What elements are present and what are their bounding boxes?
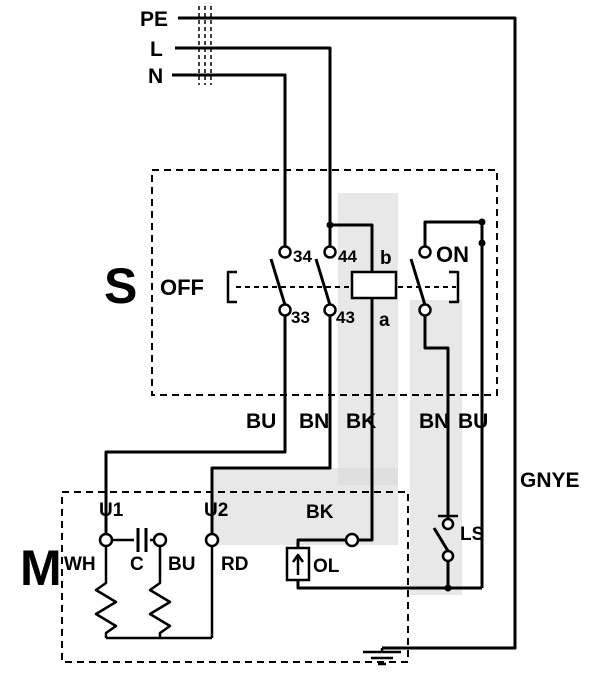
wire-gnye-label: GNYE bbox=[520, 469, 580, 492]
terminal-33 bbox=[278, 303, 292, 317]
terminal-44-label: 44 bbox=[338, 247, 357, 266]
terminal-43 bbox=[323, 303, 337, 317]
earth-ground-symbol bbox=[363, 648, 401, 666]
labels: PE L N S OFF ON 34 33 44 43 b a BU BN BK… bbox=[20, 8, 580, 596]
contact-33-34-blade bbox=[269, 258, 287, 306]
ls-blade bbox=[432, 527, 450, 552]
coil-a-label: a bbox=[379, 310, 390, 331]
highlight-band-coil-bk bbox=[338, 193, 398, 485]
bn-right-wire bbox=[423, 315, 450, 519]
terminal-bk bbox=[344, 532, 360, 548]
aux-winding bbox=[148, 546, 172, 638]
terminal-u1 bbox=[98, 532, 114, 548]
on-button-bracket[interactable] bbox=[449, 270, 460, 304]
highlight-band-ls bbox=[410, 300, 462, 595]
terminal-u2 bbox=[204, 532, 220, 548]
coil-b-wire bbox=[330, 223, 374, 272]
ol-top-wire bbox=[296, 538, 346, 548]
terminal-34-label: 34 bbox=[293, 247, 312, 266]
on-contact-blade bbox=[409, 258, 427, 306]
ol-label: OL bbox=[313, 556, 340, 577]
coil-b-label: b bbox=[380, 248, 392, 269]
ls-switch[interactable] bbox=[432, 514, 458, 588]
c-label: C bbox=[130, 554, 144, 575]
on-terminal-bottom bbox=[418, 303, 432, 317]
contact-43-44-blade bbox=[314, 258, 332, 306]
motor-enclosure-box bbox=[61, 491, 409, 663]
wire-bk-label: BK bbox=[346, 410, 376, 433]
supply-wires bbox=[172, 16, 517, 650]
wire-bu-right-label: BU bbox=[458, 410, 488, 433]
off-label: OFF bbox=[160, 275, 204, 300]
ls-label: LS bbox=[460, 524, 484, 545]
u2-label: U2 bbox=[204, 500, 228, 521]
terminal-43-label: 43 bbox=[336, 308, 355, 327]
ol-return-wire bbox=[296, 580, 482, 590]
switch-enclosure-box bbox=[151, 169, 498, 396]
on-label: ON bbox=[436, 242, 469, 267]
motor-bk-label: BK bbox=[306, 502, 334, 523]
pe-label: PE bbox=[140, 8, 168, 31]
terminal-33-label: 33 bbox=[291, 308, 310, 327]
wire-bu-left-label: BU bbox=[246, 410, 276, 433]
motor-box-label: M bbox=[20, 540, 62, 596]
motor-internals bbox=[94, 528, 482, 640]
terminal-cap bbox=[152, 532, 168, 548]
bu-left-wire bbox=[104, 315, 287, 533]
u1-label: U1 bbox=[99, 500, 124, 521]
off-button-bracket[interactable] bbox=[226, 270, 237, 304]
bn-left-wire bbox=[210, 315, 332, 533]
terminal-34 bbox=[278, 245, 292, 259]
highlight-band-motor-top bbox=[213, 468, 398, 545]
ls-terminal-top bbox=[441, 517, 455, 531]
switch-internals bbox=[226, 220, 484, 588]
pe-gnye-wire bbox=[178, 16, 517, 650]
cable-marker-ticks bbox=[198, 6, 212, 85]
on-top-wire bbox=[423, 220, 482, 247]
junction-dots bbox=[326, 218, 486, 592]
n-wire bbox=[172, 73, 287, 247]
wire-bn-right-label: BN bbox=[419, 410, 449, 433]
on-terminal-top bbox=[418, 245, 432, 259]
coil-a-bk-wire bbox=[358, 298, 374, 542]
main-winding bbox=[94, 546, 118, 638]
terminal-44 bbox=[323, 245, 337, 259]
relay-coil-box bbox=[350, 270, 398, 300]
switch-terminals bbox=[278, 245, 432, 317]
l-wire bbox=[175, 46, 332, 247]
wire-bn-left-label: BN bbox=[299, 410, 329, 433]
highlight-bands bbox=[213, 193, 462, 595]
rd-label: RD bbox=[221, 554, 248, 575]
wh-label: WH bbox=[64, 554, 96, 575]
ls-terminal-bottom bbox=[441, 549, 455, 563]
ol-arrow-head bbox=[291, 553, 305, 563]
motor-terminals bbox=[98, 532, 360, 548]
l-label: L bbox=[150, 38, 163, 61]
switch-box-label: S bbox=[104, 258, 137, 314]
motor-bu-label: BU bbox=[168, 554, 195, 575]
n-label: N bbox=[148, 65, 163, 88]
